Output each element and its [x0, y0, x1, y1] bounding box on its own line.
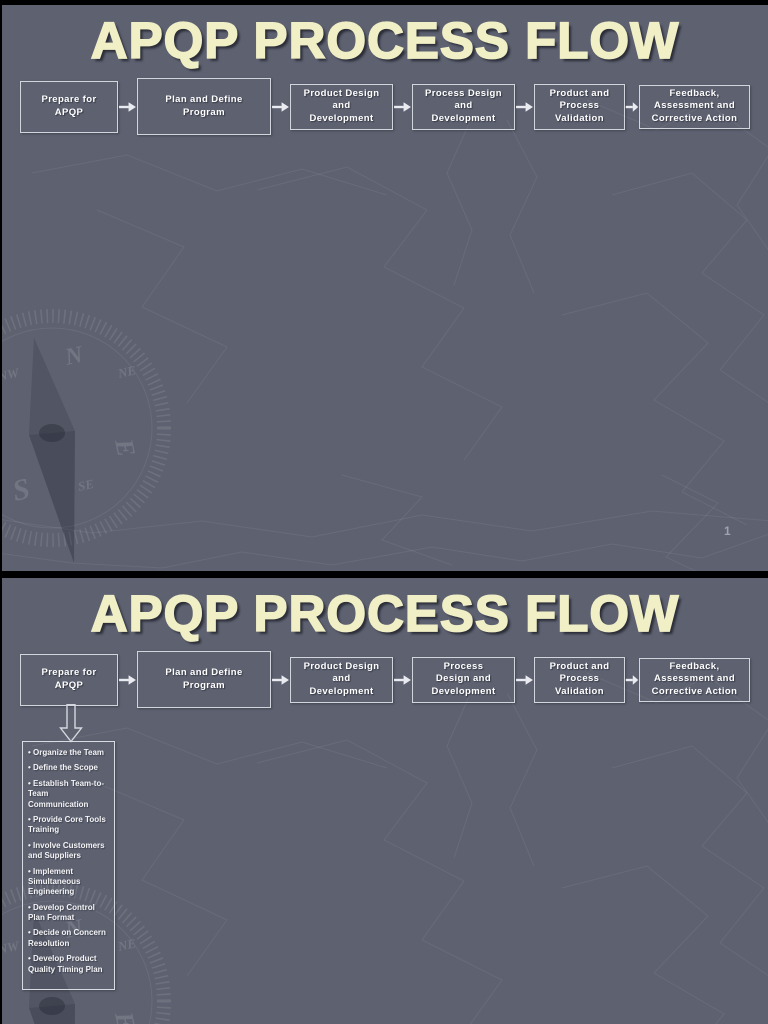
flow-arrow-icon: [272, 101, 289, 112]
flow-arrow-icon: [625, 101, 639, 112]
flow-box-label: Plan and Define Program: [165, 94, 243, 118]
slide-title: APQP PROCESS FLOW: [90, 584, 680, 643]
flow-box-validation: Product and Process Validation: [534, 83, 625, 130]
bullet-item: Provide Core Tools Training: [28, 815, 110, 836]
page-number: 1: [724, 524, 731, 538]
flow-box-label: Process Design and Development: [425, 88, 502, 124]
flow-arrow-icon: [394, 674, 411, 685]
flow-box-label: Process Design and Development: [431, 661, 496, 697]
slide-page-2[interactable]: N NE E SE S NW APQP PROCESS FLOW Prepare…: [2, 578, 768, 1024]
bullet-item: Develop Control Plan Format: [28, 903, 110, 924]
flow-box-feedback: Feedback, Assessment and Corrective Acti…: [639, 84, 750, 129]
flow-box-label: Plan and Define Program: [165, 667, 243, 691]
slide-title: APQP PROCESS FLOW: [90, 11, 680, 70]
flow-box-process-design: Process Design and Development: [412, 656, 515, 703]
flow-arrow-icon: [516, 674, 533, 685]
flow-box-prepare-for-apqp: Prepare for APQP: [20, 80, 118, 133]
compass-n-label: N: [62, 341, 87, 371]
flow-arrow-icon: [516, 101, 533, 112]
process-flow-row: Prepare for APQP Plan and Define Program…: [20, 651, 750, 708]
flow-arrow-icon: [272, 674, 289, 685]
compass-watermark: N NE E SE S NW: [2, 273, 207, 571]
flow-box-validation: Product and Process Validation: [534, 656, 625, 703]
bullet-item: Establish Team-to-Team Communication: [28, 779, 110, 810]
compass-e-label: E: [109, 1008, 141, 1024]
compass-se-label: SE: [77, 476, 96, 494]
prepare-apqp-detail-box: Organize the Team Define the Scope Estab…: [22, 741, 115, 990]
bullet-item: Involve Customers and Suppliers: [28, 841, 110, 862]
flow-box-process-design: Process Design and Development: [412, 83, 515, 130]
flow-arrow-icon: [394, 101, 411, 112]
bullet-item: Define the Scope: [28, 763, 110, 773]
flow-box-plan-define: Plan and Define Program: [137, 78, 271, 135]
compass-s-label: S: [10, 472, 33, 508]
compass-nw-label: NW: [2, 365, 22, 385]
flow-arrow-icon: [119, 101, 136, 112]
bullet-item: Decide on Concern Resolution: [28, 928, 110, 949]
bullet-item: Implement Simultaneous Engineering: [28, 867, 110, 898]
flow-box-product-design: Product Design and Development: [290, 656, 393, 703]
flow-box-feedback: Feedback, Assessment and Corrective Acti…: [639, 657, 750, 702]
flow-box-prepare-for-apqp: Prepare for APQP: [20, 653, 118, 706]
flow-box-label: Product and Process Validation: [549, 661, 610, 697]
contour-map-watermark: [2, 672, 768, 1024]
compass-ne-label: NE: [116, 362, 138, 381]
process-flow-row: Prepare for APQP Plan and Define Program…: [20, 78, 750, 135]
flow-box-label: Prepare for APQP: [41, 94, 97, 118]
down-arrow-icon: [59, 704, 83, 743]
flow-arrow-icon: [119, 674, 136, 685]
flow-box-label: Product and Process Validation: [549, 88, 610, 124]
flow-box-label: Feedback, Assessment and Corrective Acti…: [651, 661, 738, 697]
compass-ne-label: NE: [116, 935, 138, 954]
compass-nw-label: NW: [2, 938, 22, 958]
bullet-item: Organize the Team: [28, 748, 110, 758]
compass-e-label: E: [109, 435, 141, 459]
flow-box-plan-define: Plan and Define Program: [137, 651, 271, 708]
flow-box-label: Feedback, Assessment and Corrective Acti…: [651, 88, 738, 124]
flow-box-label: Product Design and Development: [303, 88, 380, 124]
flow-box-product-design: Product Design and Development: [290, 83, 393, 130]
bullet-item: Develop Product Quality Timing Plan: [28, 954, 110, 975]
flow-box-label: Product Design and Development: [303, 661, 380, 697]
flow-arrow-icon: [625, 674, 639, 685]
slide-page-1[interactable]: N NE E SE S NW APQP PROCESS FLOW Prepare…: [2, 5, 768, 571]
flow-box-label: Prepare for APQP: [41, 667, 97, 691]
